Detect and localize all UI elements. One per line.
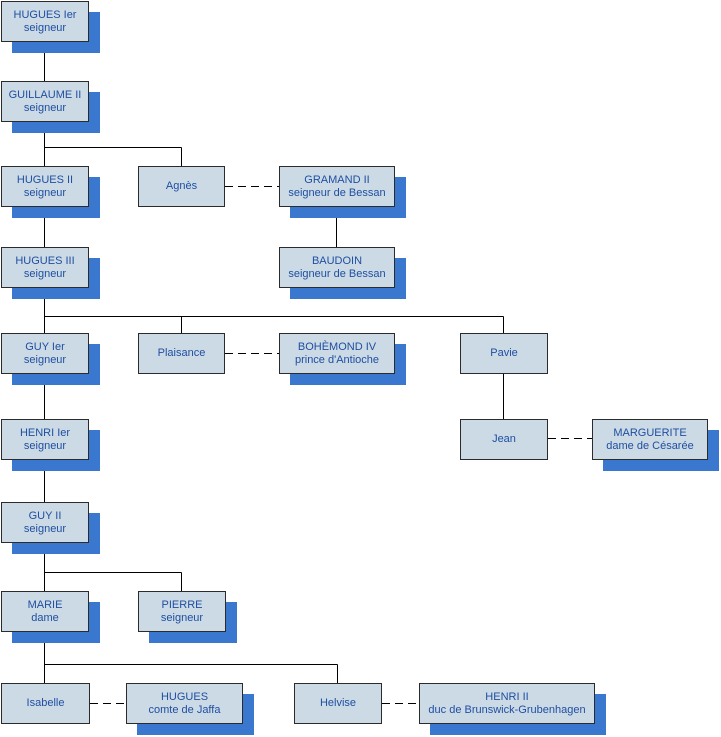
person-title: prince d'Antioche <box>294 353 380 366</box>
person-title: seigneur <box>23 439 67 452</box>
person-title: seigneur <box>23 522 67 535</box>
person-henri-2: HENRI II duc de Brunswick-Grubenhagen <box>419 683 595 724</box>
person-baudoin: BAUDOIN seigneur de Bessan <box>279 247 395 288</box>
person-title: dame de Césarée <box>606 439 694 452</box>
person-gramand-2: GRAMAND II seigneur de Bessan <box>279 166 395 207</box>
person-title: seigneur <box>23 186 67 199</box>
person-guy-2: GUY II seigneur <box>1 502 89 543</box>
person-guillaume-2: GUILLAUME II seigneur <box>1 81 89 122</box>
person-title: seigneur <box>23 267 67 280</box>
person-name: Plaisance <box>157 347 206 359</box>
person-name: Isabelle <box>26 697 65 709</box>
person-pavie: Pavie <box>460 333 548 374</box>
person-title: seigneur <box>160 611 204 624</box>
person-name: Pavie <box>490 347 518 359</box>
person-hugues-jaffa: HUGUES comte de Jaffa <box>126 683 243 724</box>
person-name: HUGUES II <box>16 173 74 186</box>
person-title: seigneur <box>23 101 67 114</box>
person-name: Helvise <box>319 697 357 709</box>
person-name: BAUDOIN <box>311 254 363 267</box>
person-hugues-1: HUGUES Ier seigneur <box>1 1 89 42</box>
person-plaisance: Plaisance <box>138 333 225 374</box>
person-name: HENRI II <box>485 690 529 703</box>
person-name: Agnès <box>165 180 198 192</box>
person-pierre: PIERRE seigneur <box>138 591 226 632</box>
person-title: seigneur de Bessan <box>288 186 386 199</box>
person-bohemond-4: BOHÈMOND IV prince d'Antioche <box>279 333 395 374</box>
person-name: GUILLAUME II <box>8 88 82 101</box>
person-name: MARIE <box>27 598 63 611</box>
person-title: seigneur de Bessan <box>288 267 386 280</box>
person-title: dame <box>31 611 59 624</box>
person-name: BOHÈMOND IV <box>297 340 377 353</box>
person-marie: MARIE dame <box>1 591 89 632</box>
person-title: seigneur <box>23 353 67 366</box>
person-helvise: Helvise <box>294 683 382 724</box>
person-hugues-3: HUGUES III seigneur <box>1 247 89 288</box>
person-henri-1: HENRI Ier seigneur <box>1 419 89 460</box>
person-name: HUGUES Ier <box>13 8 77 21</box>
person-name: Jean <box>492 433 516 445</box>
person-title: duc de Brunswick-Grubenhagen <box>428 703 586 716</box>
person-hugues-2: HUGUES II seigneur <box>1 166 89 207</box>
person-name: HUGUES III <box>15 254 75 267</box>
person-name: MARGUERITE <box>613 426 687 439</box>
person-name: HUGUES <box>160 690 209 703</box>
person-isabelle: Isabelle <box>1 683 90 724</box>
person-agnes: Agnès <box>138 166 225 207</box>
person-name: HENRI Ier <box>19 426 71 439</box>
person-jean: Jean <box>460 419 548 460</box>
person-marguerite: MARGUERITE dame de Césarée <box>592 419 708 460</box>
person-name: PIERRE <box>161 598 203 611</box>
person-name: GUY II <box>28 509 62 522</box>
person-title: seigneur <box>23 21 67 34</box>
person-guy-1: GUY Ier seigneur <box>1 333 89 374</box>
person-name: GUY Ier <box>25 340 65 353</box>
person-title: comte de Jaffa <box>148 703 221 716</box>
person-name: GRAMAND II <box>304 173 370 186</box>
